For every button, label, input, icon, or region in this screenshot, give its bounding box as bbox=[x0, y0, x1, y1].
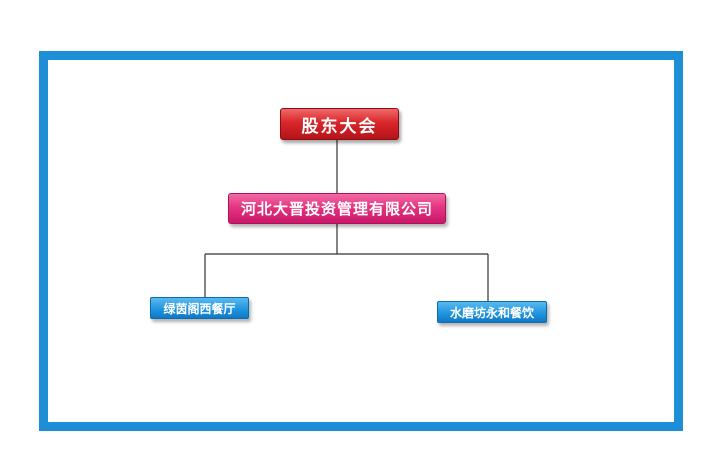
node-shareholders-meeting: 股东大会 bbox=[280, 108, 399, 140]
node-holding-company: 河北大晋投资管理有限公司 bbox=[228, 193, 446, 224]
node-subsidiary-restaurant-right: 水磨坊永和餐饮 bbox=[437, 301, 547, 323]
node-subsidiary-restaurant-left: 绿茵阁西餐厅 bbox=[150, 297, 249, 319]
